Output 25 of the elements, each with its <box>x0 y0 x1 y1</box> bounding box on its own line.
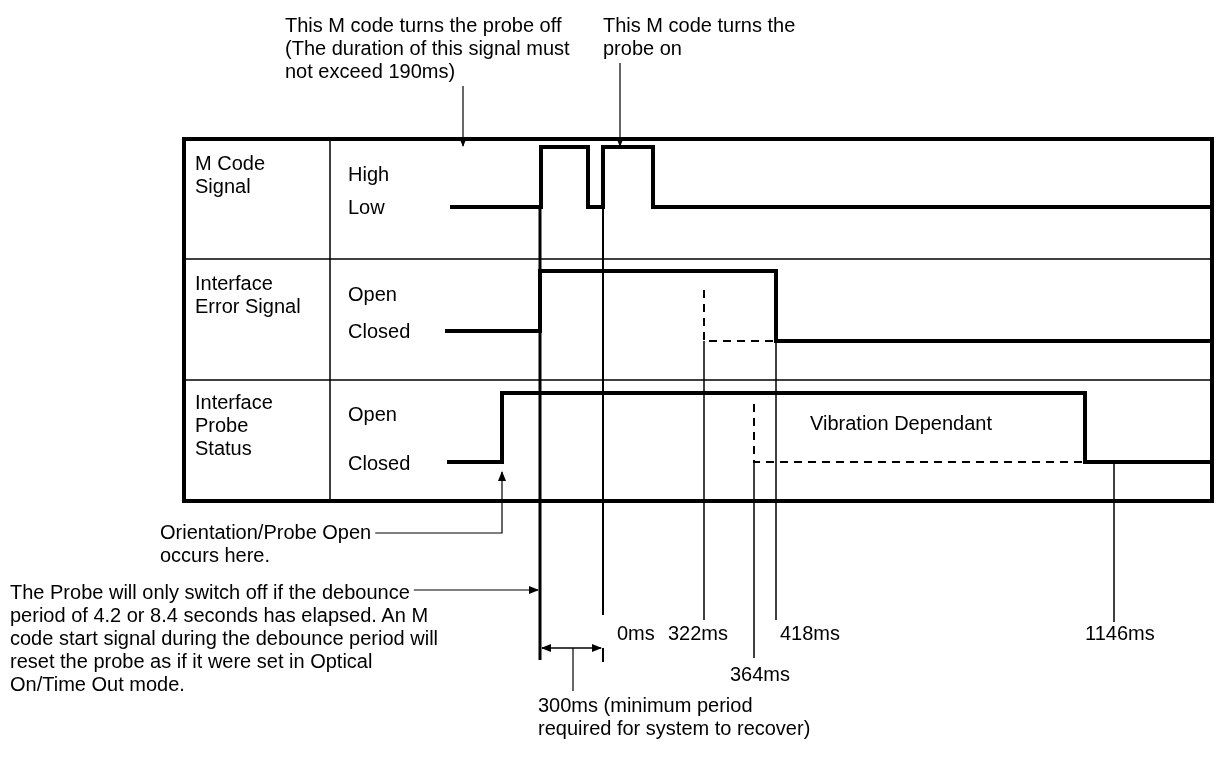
time-label: 418ms <box>780 622 841 645</box>
callout-text: Orientation/Probe Open occurs here. <box>160 521 400 567</box>
leader-arrow <box>374 471 506 534</box>
level-label: Closed <box>348 320 411 343</box>
level-label: Open <box>348 283 397 306</box>
leader-line <box>572 647 574 692</box>
note-text: The Probe will only switch off if the debounce period of 4.2 or 8.4 seconds has elapsed. An M code start signal during the debounce period will reset the probe as if it were set in Optical On/Time Out mode. <box>10 581 450 696</box>
level-label: Open <box>348 403 397 426</box>
time-label: 322ms <box>668 622 729 645</box>
level-label: Closed <box>348 452 411 475</box>
time-label: 1146ms <box>1085 622 1155 645</box>
leader-arrow <box>459 85 467 147</box>
time-label: 0ms <box>617 622 655 645</box>
row-header: M Code Signal <box>195 152 267 198</box>
level-label: High <box>348 163 390 186</box>
leader-arrow <box>413 586 539 594</box>
row-header: Interface Probe Status <box>195 391 274 460</box>
callout-text: This M code turns the probe off (The duration of this signal must not exceed 190ms) <box>285 14 585 83</box>
annotation-text: Vibration Dependant <box>810 412 992 435</box>
callout-text: 300ms (minimum period required for system to recover) <box>538 694 818 740</box>
leader-arrow <box>616 62 624 147</box>
time-label: 364ms <box>730 663 791 686</box>
level-label: Low <box>348 196 385 219</box>
row-header: Interface Error Signal <box>195 272 302 318</box>
callout-text: This M code turns the probe on <box>603 14 843 60</box>
